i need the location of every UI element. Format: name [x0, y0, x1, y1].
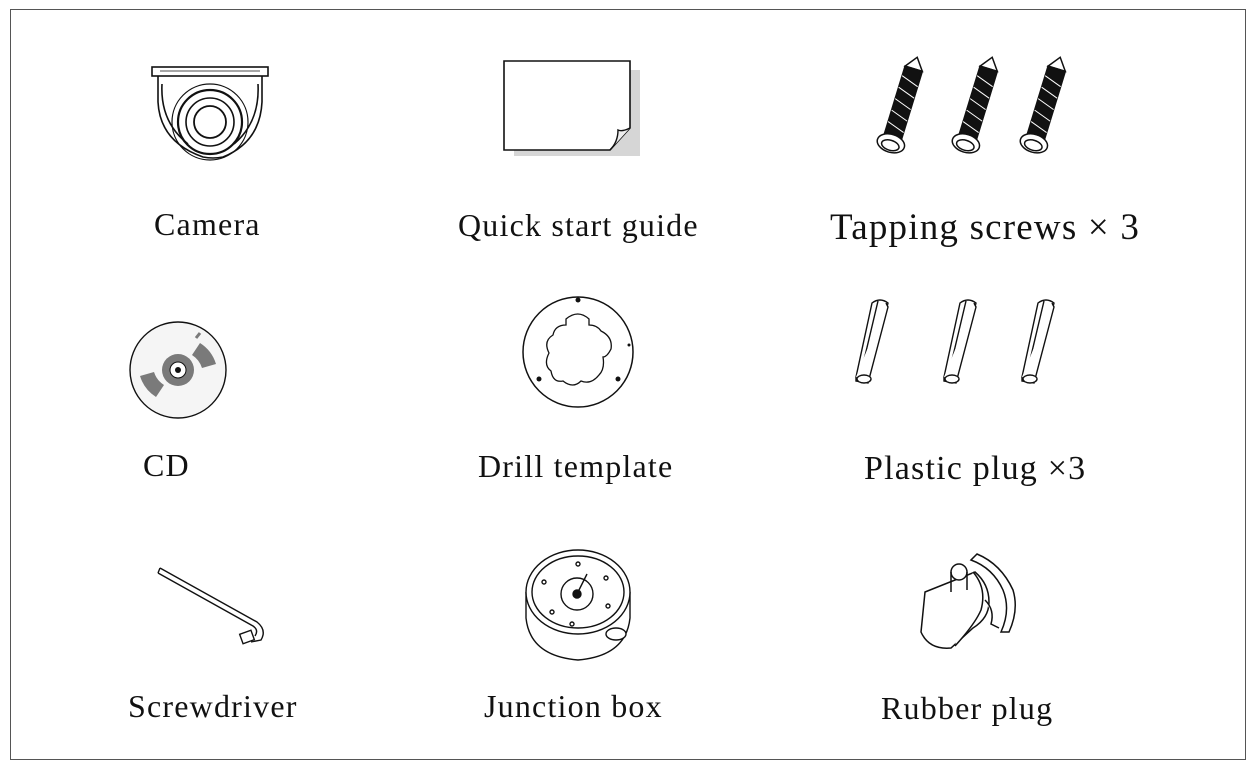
- item-label-quick-start-guide: Quick start guide: [458, 207, 699, 243]
- drill-template-icon: [522, 296, 634, 408]
- cd-icon: [129, 321, 227, 419]
- item-label-tapping-screws: Tapping screws × 3: [830, 207, 1141, 248]
- item-label-drill-template: Drill template: [478, 448, 674, 484]
- item-label-camera: Camera: [154, 206, 261, 242]
- item-label-plastic-plug: Plastic plug ×3: [864, 450, 1087, 487]
- rubber-plug-icon: [920, 553, 1016, 649]
- item-label-screwdriver: Screwdriver: [128, 688, 298, 724]
- item-label-cd: CD: [143, 447, 190, 483]
- document-icon: [503, 60, 640, 156]
- junction-box-icon: [525, 549, 631, 661]
- item-label-junction-box: Junction box: [484, 688, 663, 724]
- camera-icon: [151, 66, 269, 161]
- item-label-rubber-plug: Rubber plug: [881, 690, 1054, 726]
- screwdriver-icon: [157, 567, 264, 645]
- plastic-plug-icon: [855, 299, 1055, 384]
- packing-list-frame: [10, 9, 1246, 760]
- screw-icon: [876, 52, 1075, 157]
